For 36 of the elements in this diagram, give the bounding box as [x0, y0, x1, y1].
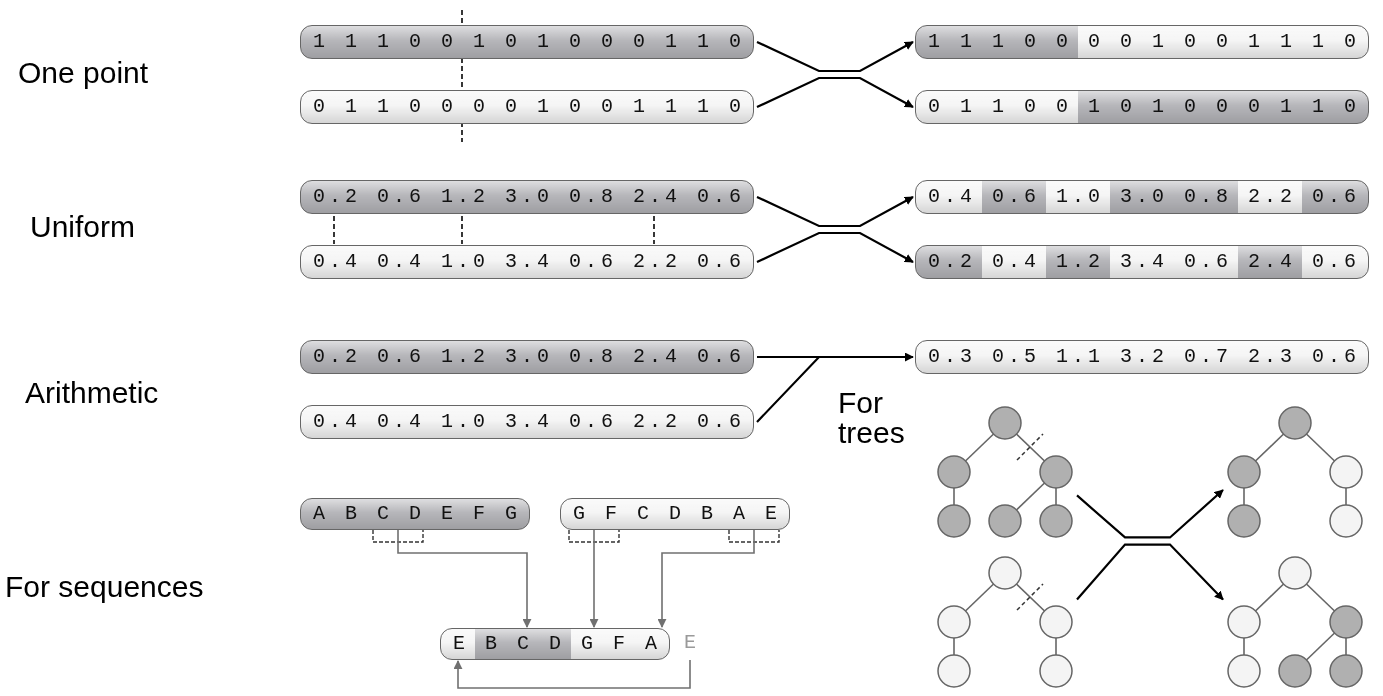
section-label: Uniform — [30, 212, 135, 242]
arrow — [756, 231, 914, 263]
tree-drawing — [1225, 555, 1365, 690]
chromosome-bar: 1 1 1 0 0 0 0 1 0 0 1 1 1 0 — [915, 25, 1370, 59]
arrow — [757, 352, 914, 362]
chromosome-bar: 0.2 0.6 1.2 3.0 0.8 2.4 0.6 — [300, 340, 755, 374]
section-label: For sequences — [5, 572, 204, 602]
chromosome-bar: E B C D G F A — [440, 628, 671, 660]
arrow — [397, 529, 532, 628]
connector-line — [756, 355, 913, 423]
tree-drawing — [1225, 405, 1365, 540]
arrow — [1076, 489, 1224, 539]
chromosome-bar: 0 1 1 0 0 0 0 1 0 0 1 1 1 0 — [300, 90, 755, 124]
arrow — [657, 529, 755, 628]
arrow — [756, 41, 914, 73]
chromosome-bar: 0.2 0.6 1.2 3.0 0.8 2.4 0.6 — [300, 180, 755, 214]
chromosome-bar: A B C D E F G — [300, 498, 531, 530]
arrow — [1076, 543, 1224, 601]
gene-letter: E — [684, 628, 696, 660]
section-label: Arithmetic — [25, 378, 159, 408]
chromosome-bar: 0.3 0.5 1.1 3.2 0.7 2.3 0.6 — [915, 340, 1370, 374]
tree-drawing — [935, 555, 1075, 690]
chromosome-bar: 0.4 0.6 1.0 3.0 0.8 2.2 0.6 — [915, 180, 1370, 214]
tree-drawing — [935, 405, 1075, 540]
section-label: For trees — [838, 388, 905, 448]
arrow — [589, 529, 599, 628]
chromosome-bar: 0.4 0.4 1.0 3.4 0.6 2.2 0.6 — [300, 405, 755, 439]
chromosome-bar: 0.4 0.4 1.0 3.4 0.6 2.2 0.6 — [300, 245, 755, 279]
chromosome-bar: G F C D B A E — [560, 498, 791, 530]
chromosome-bar: 0 1 1 0 0 1 0 1 0 0 0 1 1 0 — [915, 90, 1370, 124]
arrow — [453, 659, 691, 689]
section-label: One point — [18, 58, 149, 88]
arrow — [756, 76, 914, 108]
chromosome-bar: 0.2 0.4 1.2 3.4 0.6 2.4 0.6 — [915, 245, 1370, 279]
arrow — [756, 196, 914, 228]
chromosome-bar: 1 1 1 0 0 1 0 1 0 0 0 1 1 0 — [300, 25, 755, 59]
